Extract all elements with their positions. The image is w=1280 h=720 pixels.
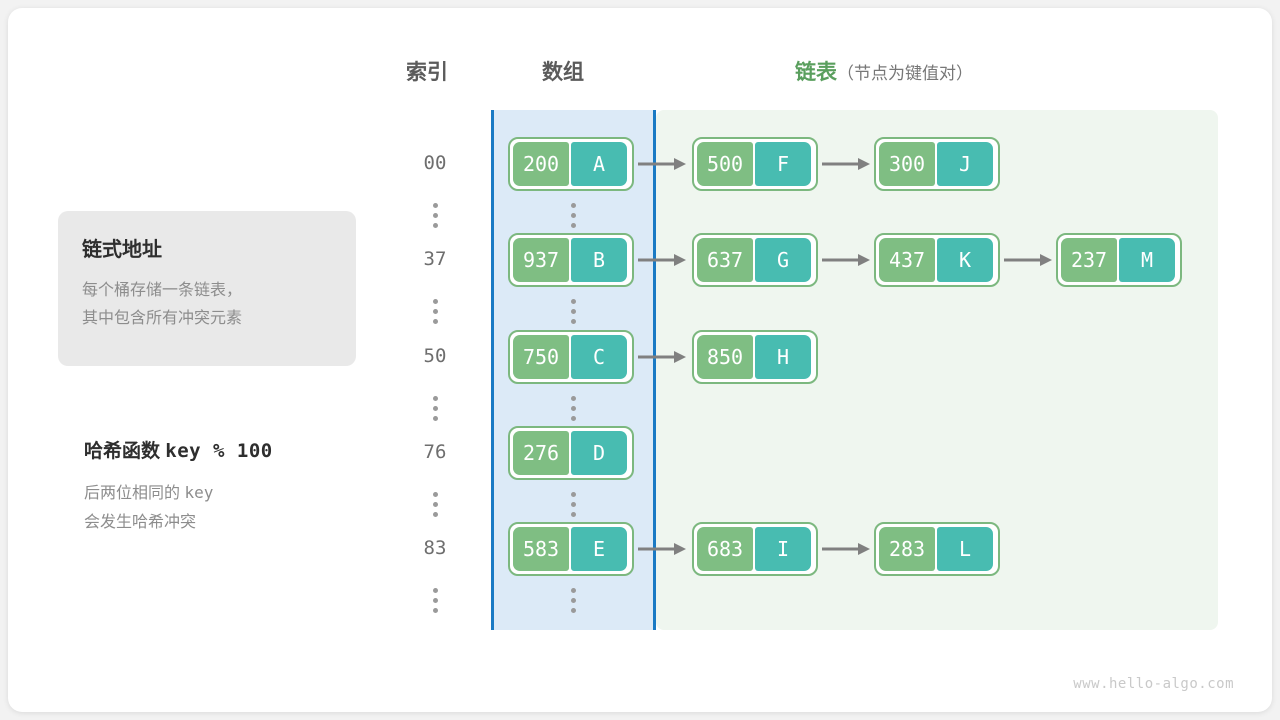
- note-card-body-line-1: 每个桶存储一条链表，: [82, 282, 243, 299]
- hash-function-body-line-1: 后两位相同的 key: [84, 478, 344, 508]
- index-label: 76: [423, 441, 447, 463]
- node-key: 500: [697, 142, 753, 186]
- chain-arrow-icon: [638, 253, 686, 267]
- header-linked-list: 链表（节点为键值对）: [795, 56, 973, 86]
- note-card-title: 链式地址: [82, 239, 162, 261]
- node-key: 276: [513, 431, 569, 475]
- chain-arrow-icon: [638, 350, 686, 364]
- node-value: A: [571, 142, 627, 186]
- node-value: C: [571, 335, 627, 379]
- note-card-background: [58, 211, 356, 366]
- node-value: D: [571, 431, 627, 475]
- hash-function-title: 哈希函数 key % 100: [84, 436, 273, 463]
- hash-function-body: 后两位相同的 key 会发生哈希冲突: [84, 478, 344, 537]
- hash-function-body-line-2: 会发生哈希冲突: [84, 514, 197, 531]
- node-value: M: [1119, 238, 1175, 282]
- node-key: 200: [513, 142, 569, 186]
- node-value: K: [937, 238, 993, 282]
- index-ellipsis: [428, 299, 442, 324]
- array-ellipsis: [566, 299, 580, 324]
- node-key: 283: [879, 527, 935, 571]
- node-value: I: [755, 527, 811, 571]
- array-ellipsis: [566, 588, 580, 613]
- chain-arrow-icon: [822, 542, 870, 556]
- array-ellipsis: [566, 203, 580, 228]
- node-value: G: [755, 238, 811, 282]
- header-array: 数组: [542, 61, 584, 84]
- note-card-body: 每个桶存储一条链表， 其中包含所有冲突元素: [82, 277, 332, 333]
- node-key: 683: [697, 527, 753, 571]
- node-key: 583: [513, 527, 569, 571]
- index-ellipsis: [428, 492, 442, 517]
- node-key: 437: [879, 238, 935, 282]
- index-ellipsis: [428, 203, 442, 228]
- node-key: 850: [697, 335, 753, 379]
- node-key: 300: [879, 142, 935, 186]
- chain-arrow-icon: [822, 157, 870, 171]
- index-label: 50: [423, 345, 447, 367]
- hash-body-line1-cn: 后两位相同的: [84, 485, 181, 502]
- node-value: F: [755, 142, 811, 186]
- node-value: J: [937, 142, 993, 186]
- chain-arrow-icon: [822, 253, 870, 267]
- index-label: 37: [423, 248, 447, 270]
- node-value: L: [937, 527, 993, 571]
- array-ellipsis: [566, 396, 580, 421]
- header-linked-list-main: 链表: [795, 61, 837, 84]
- index-ellipsis: [428, 588, 442, 613]
- node-key: 637: [697, 238, 753, 282]
- chain-arrow-icon: [638, 157, 686, 171]
- node-value: E: [571, 527, 627, 571]
- node-key: 750: [513, 335, 569, 379]
- hash-body-line1-mono: key: [184, 483, 214, 502]
- chain-arrow-icon: [1004, 253, 1052, 267]
- node-key: 237: [1061, 238, 1117, 282]
- header-index: 索引: [406, 61, 448, 84]
- chain-arrow-icon: [638, 542, 686, 556]
- hash-function-title-label: 哈希函数: [84, 441, 161, 462]
- index-ellipsis: [428, 396, 442, 421]
- hash-function-expression: key % 100: [165, 440, 273, 462]
- header-linked-list-sub: （节点为键值对）: [837, 64, 973, 83]
- index-label: 00: [423, 152, 447, 174]
- node-value: H: [755, 335, 811, 379]
- note-card-body-line-2: 其中包含所有冲突元素: [82, 310, 243, 327]
- node-value: B: [571, 238, 627, 282]
- index-label: 83: [423, 537, 447, 559]
- array-ellipsis: [566, 492, 580, 517]
- node-key: 937: [513, 238, 569, 282]
- watermark: www.hello-algo.com: [1073, 676, 1234, 692]
